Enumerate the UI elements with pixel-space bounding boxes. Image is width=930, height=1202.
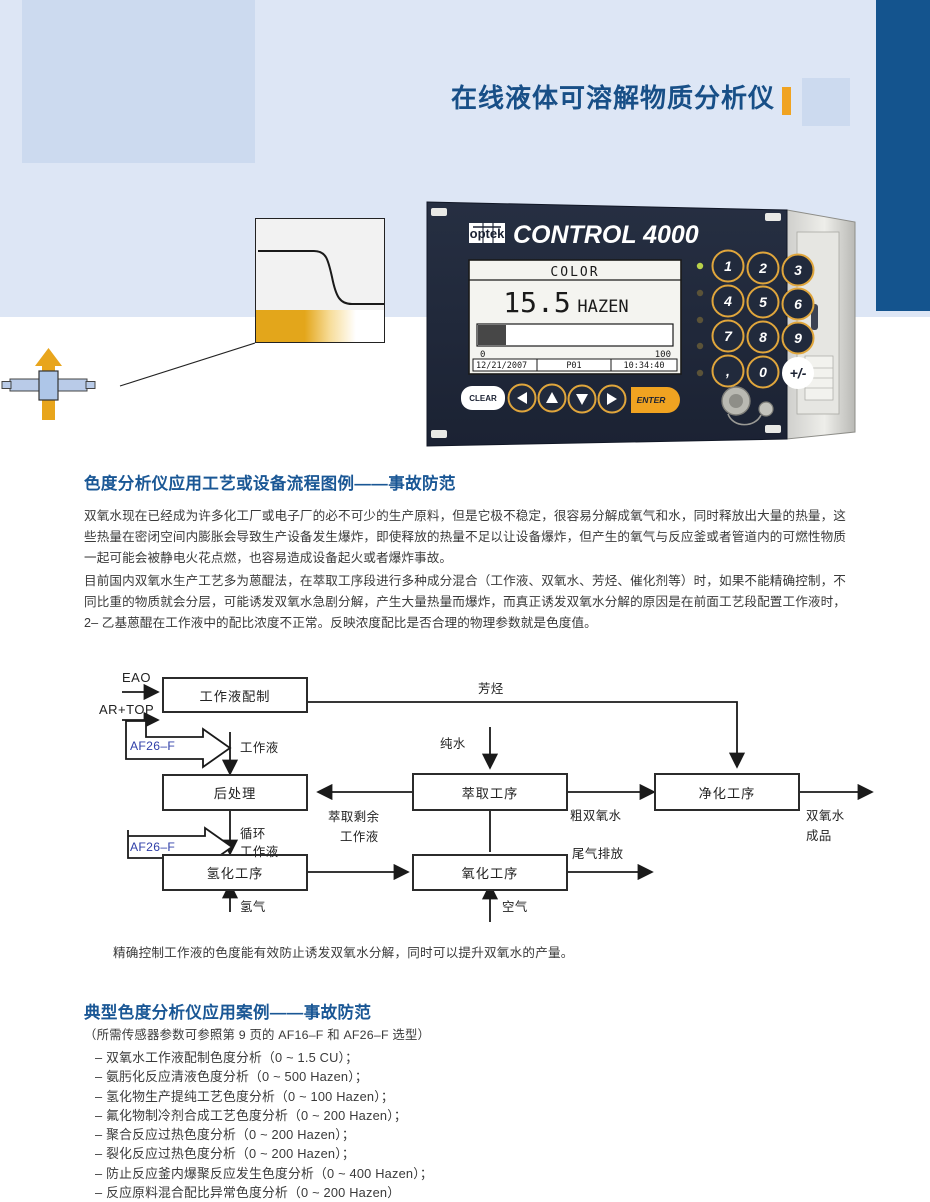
svg-text:9: 9 (794, 330, 802, 346)
inset-curve-graph (255, 218, 385, 343)
screen-program-label: P01 (566, 361, 581, 371)
list-item: – 裂化反应过热色度分析（0 ~ 200 Hazen）； (95, 1146, 355, 1162)
flow-box-oxidize: 氧化工序 (412, 854, 568, 891)
page-title: 在线液体可溶解物质分析仪 (450, 83, 775, 113)
svg-text:,: , (725, 363, 730, 379)
list-item: – 氨肟化反应清液色度分析（0 ~ 500 Hazen）； (95, 1069, 368, 1085)
af26f-arrow-1 (125, 720, 232, 769)
inset-curve-svg (258, 250, 384, 305)
screen-time-label: 10:34:40 (624, 361, 665, 371)
arrow-buttons (507, 383, 627, 414)
flow-input-eao: EAO (122, 670, 151, 685)
header-left-block (22, 0, 255, 163)
sensor-tag-1: AF26–F (130, 739, 176, 753)
screen-date-label: 12/21/2007 (476, 361, 527, 371)
control-4000-device: optek CONTROL 4000 COLOR 15.5 HAZEN 0 10… (426, 201, 856, 447)
flow-label-tail-gas: 尾气排放 (572, 847, 624, 861)
list-item: – 氢化物生产提纯工艺色度分析（0 ~ 100 Hazen）； (95, 1088, 394, 1104)
flow-label-working-fluid: 工作液 (240, 741, 279, 755)
flow-label-product-1: 双氧水 (806, 809, 845, 823)
flow-box-purify: 净化工序 (654, 773, 800, 811)
svg-text:ENTER: ENTER (637, 395, 667, 405)
sensor-illustration (0, 200, 430, 450)
process-flow-diagram: 工作液配制 后处理 氢化工序 萃取工序 氧化工序 净化工序 EAO AR+TOP… (99, 670, 880, 927)
flow-label-cycle-1: 循环 (240, 827, 266, 841)
keypad: 1 2 3 4 5 6 7 8 9 , 0 +/- (711, 249, 815, 389)
optek-logo-icon: optek (469, 223, 505, 243)
cases-list: – 双氧水工作液配制色度分析（0 ~ 1.5 CU）； – 氨肟化反应清液色度分… (95, 1048, 795, 1202)
flow-input-artop: AR+TOP (99, 702, 155, 717)
diagram-caption: 精确控制工作液的色度能有效防止诱发双氧水分解，同时可以提升双氧水的产量。 (113, 946, 574, 960)
header-right-bar (876, 0, 930, 311)
svg-text:+/-: +/- (790, 365, 807, 381)
paragraph-2: 目前国内双氧水生产工艺多为蒽醌法，在萃取工序段进行多种成分混合（工作液、双氧水、… (84, 574, 846, 630)
sensor-tag-2: AF26–F (130, 840, 176, 854)
list-item: – 聚合反应过热色度分析（0 ~ 200 Hazen）； (95, 1127, 355, 1143)
flow-label-aromatics: 芳烃 (478, 682, 504, 696)
inset-color-band (256, 310, 384, 342)
flow-label-product-2: 成品 (806, 829, 832, 843)
paragraph-1: 双氧水现在已经成为许多化工厂或电子厂的必不可少的生产原料，但是它极不稳定，很容易… (84, 509, 846, 565)
svg-text:3: 3 (794, 262, 802, 278)
flow-box-post: 后处理 (162, 774, 308, 811)
screen-title-label: COLOR (550, 265, 599, 280)
svg-text:1: 1 (724, 258, 732, 274)
list-item: – 反应原料混合配比异常色度分析（0 ~ 200 Hazen） (95, 1185, 401, 1201)
svg-text:0: 0 (759, 364, 767, 380)
title-accent-bar (782, 87, 791, 115)
flow-box-prep: 工作液配制 (162, 677, 308, 713)
svg-text:CLEAR: CLEAR (469, 394, 497, 403)
svg-text:2: 2 (758, 260, 767, 276)
flow-box-extract: 萃取工序 (412, 773, 568, 811)
screen-value-label: 15.5 (503, 286, 570, 319)
flow-label-air: 空气 (502, 900, 528, 914)
section-heading-process: 色度分析仪应用工艺或设备流程图例——事故防范 (84, 475, 456, 493)
flow-label-crude: 粗双氧水 (570, 809, 622, 823)
svg-text:6: 6 (794, 296, 802, 312)
list-item: – 防止反应釜内爆聚反应发生色度分析（0 ~ 400 Hazen）； (95, 1165, 433, 1181)
flow-label-cycle-2: 工作液 (240, 845, 279, 859)
flow-label-hydrogen: 氢气 (240, 900, 266, 914)
flow-label-residue-2: 工作液 (340, 830, 379, 844)
svg-text:4: 4 (723, 293, 732, 309)
list-item: – 氟化物制冷剂合成工艺色度分析（0 ~ 200 Hazen）； (95, 1107, 407, 1123)
screen-bar-max-label: 100 (655, 350, 671, 360)
device-model-label: CONTROL 4000 (513, 221, 699, 249)
flow-label-residue-1: 萃取剩余 (328, 810, 380, 824)
svg-text:optek: optek (470, 226, 505, 241)
clear-button (461, 386, 505, 410)
screen-bar-min-label: 0 (480, 350, 485, 360)
header-accent-square (802, 78, 850, 126)
inline-sensor-icon (1, 348, 96, 420)
svg-text:8: 8 (759, 329, 767, 345)
screen-unit-label: HAZEN (577, 297, 628, 317)
svg-text:5: 5 (759, 294, 767, 310)
section-heading-cases: 典型色度分析仪应用案例——事故防范 (84, 1004, 372, 1022)
flow-box-hydro: 氢化工序 (162, 854, 308, 891)
svg-text:7: 7 (724, 328, 733, 344)
list-item: – 双氧水工作液配制色度分析（0 ~ 1.5 CU）； (95, 1050, 359, 1065)
enter-button (631, 387, 680, 413)
flow-label-pure-water: 纯水 (440, 737, 466, 751)
cases-note: （所需传感器参数可参照第 9 页的 AF16–F 和 AF26–F 选型） (84, 1028, 431, 1042)
